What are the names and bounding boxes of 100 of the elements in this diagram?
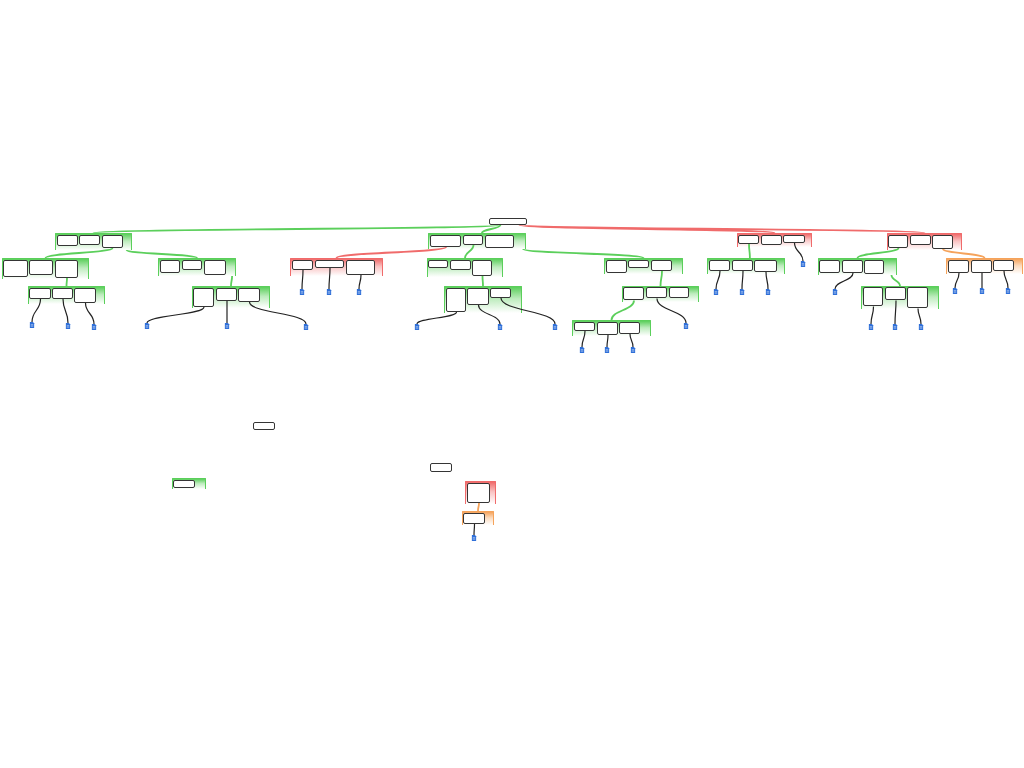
file-icon xyxy=(739,289,745,295)
file-icon xyxy=(604,347,610,353)
rounded-box xyxy=(467,287,489,305)
rounded-box xyxy=(204,259,226,275)
connector-line xyxy=(92,224,502,234)
rounded-box xyxy=(29,287,51,299)
group-band xyxy=(604,258,683,274)
connector-line xyxy=(870,305,875,325)
file-icon xyxy=(630,347,636,353)
connector-line xyxy=(894,299,897,325)
rounded-box xyxy=(430,234,461,247)
connector-line xyxy=(416,311,458,325)
rounded-box xyxy=(628,259,649,268)
rounded-box xyxy=(783,234,805,243)
rounded-box xyxy=(646,287,667,298)
file-icon xyxy=(1005,288,1011,294)
rounded-box xyxy=(216,287,237,301)
connector-line xyxy=(518,224,776,234)
connector-line xyxy=(981,272,983,289)
rounded-box xyxy=(993,259,1014,271)
group-band xyxy=(622,286,699,302)
group-band xyxy=(465,481,496,504)
connector-line xyxy=(125,249,198,259)
connector-line xyxy=(629,333,634,348)
connector-line xyxy=(464,244,475,259)
group-band xyxy=(887,233,962,250)
group-band xyxy=(2,258,89,279)
rounded-box xyxy=(29,259,53,275)
rounded-box xyxy=(56,234,78,246)
file-icon xyxy=(552,324,558,330)
file-icon xyxy=(91,324,97,330)
rounded-box xyxy=(489,218,527,225)
file-icon xyxy=(414,324,420,330)
connector-line xyxy=(84,302,95,325)
file-icon xyxy=(832,289,838,295)
connector-line xyxy=(358,274,362,290)
connector-line xyxy=(741,270,744,290)
file-icon xyxy=(303,324,309,330)
rounded-box xyxy=(450,259,471,270)
rounded-box xyxy=(709,259,730,271)
connector-line xyxy=(477,502,480,512)
group-band xyxy=(290,258,383,276)
connector-line xyxy=(248,301,307,325)
connector-line xyxy=(917,307,922,325)
rounded-box xyxy=(864,259,884,274)
rounded-box xyxy=(3,259,28,277)
file-icon xyxy=(144,323,150,329)
file-icon xyxy=(683,323,689,329)
rounded-box xyxy=(910,234,931,245)
file-icon xyxy=(713,289,719,295)
file-icon xyxy=(326,289,332,295)
rounded-box xyxy=(948,259,969,273)
file-icon xyxy=(471,535,477,541)
file-icon xyxy=(299,289,305,295)
rounded-box xyxy=(193,287,214,307)
rounded-box xyxy=(467,482,490,503)
group-band xyxy=(427,258,503,277)
file-icon xyxy=(65,323,71,329)
rounded-box xyxy=(315,259,344,268)
rounded-box xyxy=(597,321,618,335)
rounded-box xyxy=(292,259,313,270)
connector-line xyxy=(481,224,502,234)
connector-line xyxy=(942,248,986,259)
group-band xyxy=(946,258,1023,274)
file-icon xyxy=(765,289,771,295)
group-band xyxy=(861,286,939,309)
connector-line xyxy=(765,271,769,290)
rounded-box xyxy=(463,512,485,524)
group-band xyxy=(172,478,206,489)
rounded-box xyxy=(885,287,906,300)
group-band xyxy=(55,233,132,250)
rounded-box xyxy=(619,321,640,334)
connector-line xyxy=(230,275,233,287)
rounded-box xyxy=(463,234,483,245)
file-icon xyxy=(952,288,958,294)
rounded-box xyxy=(490,287,511,298)
rounded-box xyxy=(863,287,883,306)
group-band xyxy=(462,511,494,525)
connector-line xyxy=(834,272,854,290)
rounded-box xyxy=(430,463,452,472)
connector-line xyxy=(659,270,663,287)
rounded-box xyxy=(253,422,275,430)
rounded-box xyxy=(74,287,96,303)
rounded-box xyxy=(623,287,644,300)
connector-line xyxy=(606,334,609,348)
connector-line xyxy=(656,297,687,324)
connector-line xyxy=(226,300,228,324)
rounded-box xyxy=(761,234,782,245)
group-band xyxy=(737,233,812,247)
group-band xyxy=(428,233,526,249)
rounded-box xyxy=(101,234,123,248)
connector-line xyxy=(65,277,68,287)
rounded-box xyxy=(754,259,777,272)
rounded-box xyxy=(651,259,672,271)
rounded-box xyxy=(574,321,595,331)
group-band xyxy=(818,258,897,275)
rounded-box xyxy=(472,259,492,276)
connector-line xyxy=(793,242,804,262)
group-band xyxy=(444,286,522,313)
rounded-box xyxy=(738,234,759,244)
